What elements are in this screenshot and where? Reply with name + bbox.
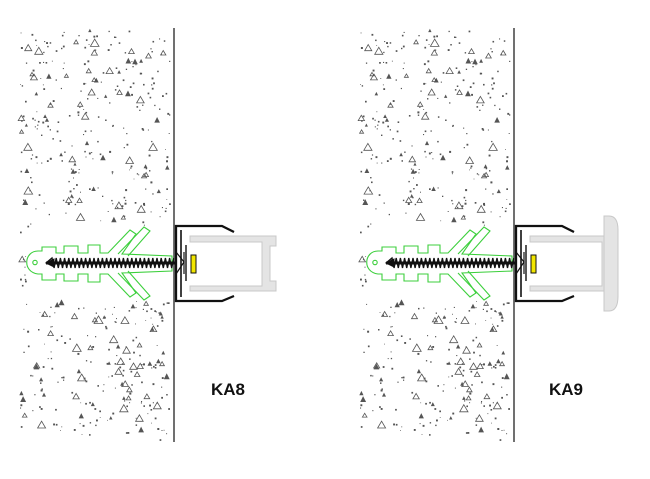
figure-label-ka9: KA9 (549, 380, 583, 399)
figure-label-ka8: KA8 (211, 380, 245, 399)
end-cap-ka9 (603, 215, 619, 312)
figure-ka9: KA9 (356, 26, 619, 444)
figure-ka8: KA8 (16, 26, 278, 444)
